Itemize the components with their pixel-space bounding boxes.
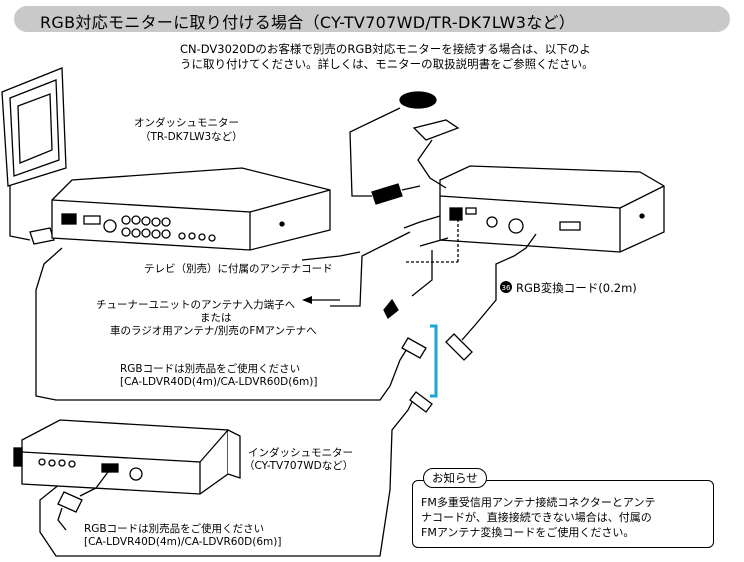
ondash-label: オンダッシュモニター — [134, 117, 239, 129]
antenna-cord-label: テレビ（別売）に付属のアンテナコード — [144, 263, 333, 275]
rgb-note-1-line-1: RGBコードは別売品をご使用ください — [120, 363, 301, 375]
notice-line-2: ナコードが、直接接続できない場合は、付属の — [421, 511, 652, 524]
indash-model: （CY-TV707WDなど） — [244, 460, 354, 472]
tuner-line-3: 車のラジオ用アンテナ/別売のFMアンテナへ — [110, 325, 317, 337]
intro-line-2: うに取り付けてください。詳しくは、モニターの取扱説明書をご参照ください。 — [180, 57, 594, 71]
rgb-note-1-line-2: [CA-LDVR40D(4m)/CA-LDVR60D(6m)] — [120, 376, 318, 388]
ondash-model: （TR-DK7LW3など） — [140, 131, 243, 143]
tuner-line-2: または — [200, 312, 232, 324]
notice-box: お知らせ FM多重受信用アンテナ接続コネクターとアンテ ナコードが、直接接続でき… — [412, 468, 714, 548]
indash-monitor-illustration — [13, 419, 241, 531]
notice-tab: お知らせ — [423, 468, 487, 488]
notice-body: FM多重受信用アンテナ接続コネクターとアンテ ナコードが、直接接続できない場合は… — [421, 495, 656, 540]
badge-36-icon — [500, 281, 512, 293]
indash-label: インダッシュモニター — [248, 447, 353, 459]
tuner-unit-right — [439, 165, 665, 253]
main-unit-left — [51, 167, 331, 251]
page-title: RGB対応モニターに取り付ける場合（CY-TV707WD/TR-DK7LW3など… — [40, 13, 576, 32]
badge-36-text: 36 — [502, 284, 511, 292]
rgb-conversion-label: RGB変換コード(0.2m) — [516, 281, 637, 295]
rgb-note-2-line-1: RGBコードは別売品をご使用ください — [84, 523, 265, 535]
notice-line-1: FM多重受信用アンテナ接続コネクターとアンテ — [421, 496, 656, 509]
intro-line-1: CN-DV3020Dのお客様で別売のRGB対応モニターを接続する場合は、以下のよ — [180, 42, 591, 56]
ondash-monitor-illustration — [1, 67, 67, 245]
notice-line-3: FMアンテナ変換コードをご使用ください。 — [421, 526, 635, 539]
title-bar: RGB対応モニターに取り付ける場合（CY-TV707WD/TR-DK7LW3など… — [14, 6, 730, 32]
tuner-line-1: チューナーユニットのアンテナ入力端子へ — [96, 299, 296, 311]
rgb-note-2-line-2: [CA-LDVR40D(4m)/CA-LDVR60D(6m)] — [84, 536, 282, 548]
gps-antenna-illustration — [349, 91, 460, 205]
